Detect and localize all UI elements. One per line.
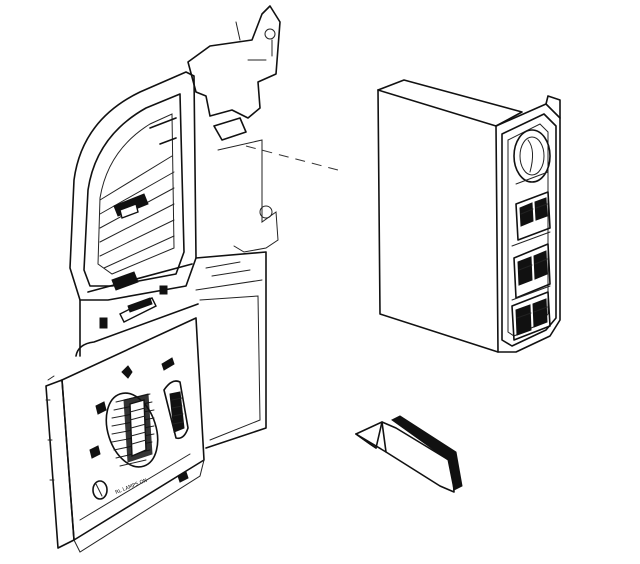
- air-outlet-housing: [69, 71, 199, 357]
- alignment-line: [245, 145, 339, 171]
- panel-lamp-icon: [177, 471, 189, 483]
- switch-module-button-middle[interactable]: [513, 243, 551, 299]
- off-icon: [89, 445, 101, 459]
- headlamp-knob[interactable]: [97, 386, 166, 473]
- headlamp-knob-ribs: [111, 393, 155, 467]
- headlamp-switch-bezel: RL LAMPS ON: [45, 317, 205, 553]
- switch-module-button-upper[interactable]: [515, 191, 551, 241]
- fog-lamp-button[interactable]: [92, 480, 108, 500]
- switch-module-dial[interactable]: [513, 129, 551, 183]
- switch-module: [377, 79, 561, 353]
- headlamp-icon: [95, 401, 107, 415]
- headlamp-switch-legend: RL LAMPS ON: [115, 477, 149, 495]
- switch-mounting-panel: [195, 251, 267, 449]
- parking-lamp-icon: [121, 365, 133, 379]
- instrument-panel-bracket: [187, 5, 281, 253]
- dome-lamp-icon: [161, 357, 175, 371]
- installation-arrow: [355, 415, 463, 493]
- dimmer-thumbwheel[interactable]: [163, 380, 189, 440]
- switch-module-button-lower[interactable]: [511, 291, 551, 341]
